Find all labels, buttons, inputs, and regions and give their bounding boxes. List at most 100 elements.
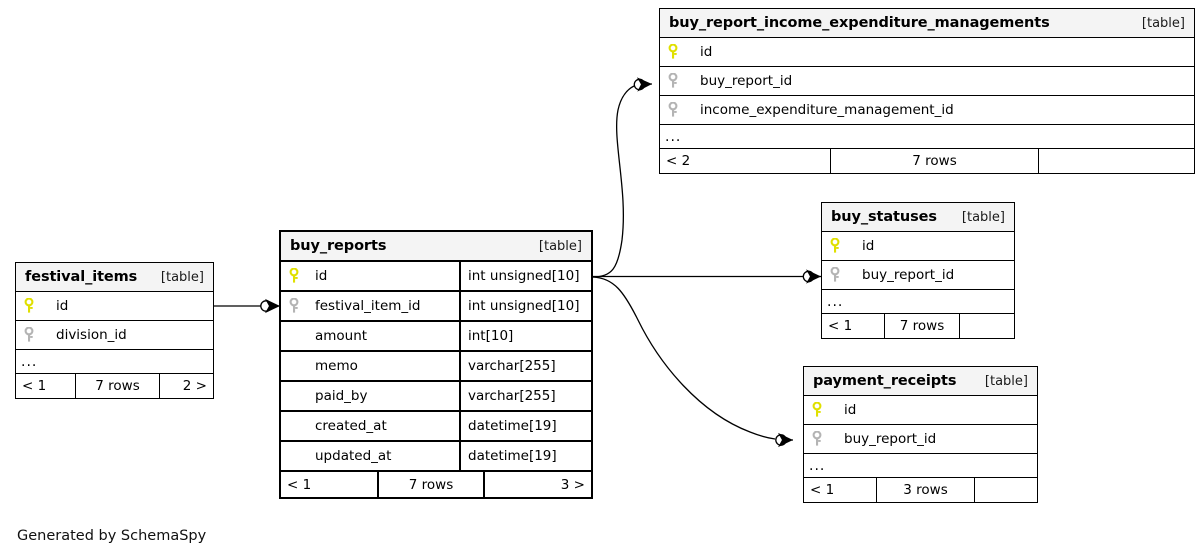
column-cell: amount: [281, 322, 461, 350]
more-columns-indicator: ...: [660, 125, 1194, 149]
table-row[interactable]: id int unsigned[10]: [281, 262, 591, 292]
column-name: id: [862, 238, 875, 254]
column-cell: income_expenditure_management_id: [660, 96, 954, 124]
table-row[interactable]: paid_by varchar[255]: [281, 382, 591, 412]
table-row[interactable]: id: [822, 232, 1014, 261]
table-type-tag: [table]: [538, 238, 582, 254]
table-buy-reports[interactable]: buy_reports [table] id int unsigned[10] …: [279, 230, 593, 499]
more-columns-indicator: ...: [804, 454, 1037, 478]
edge-festival-items-to-buy-reports: [214, 298, 280, 314]
table-row[interactable]: id: [16, 292, 213, 321]
table-header: payment_receipts [table]: [804, 367, 1037, 396]
table-row[interactable]: division_id: [16, 321, 213, 350]
row-count: 7 rows: [830, 149, 1039, 173]
column-cell: paid_by: [281, 382, 461, 410]
table-row[interactable]: id: [660, 38, 1194, 67]
table-row[interactable]: id: [804, 396, 1037, 425]
table-payment-receipts[interactable]: payment_receipts [table] id buy_report_i…: [803, 366, 1038, 503]
table-title: festival_items: [25, 269, 138, 285]
column-cell: memo: [281, 352, 461, 380]
column-cell: id: [822, 232, 874, 260]
column-cell: id: [281, 262, 461, 290]
table-type-tag: [table]: [1141, 15, 1185, 31]
column-name: amount: [315, 328, 368, 344]
foreign-key-icon: [23, 327, 45, 343]
column-name: buy_report_id: [700, 73, 793, 89]
edge-buy-reports-to-buy-statuses: [593, 269, 821, 284]
column-name: buy_report_id: [844, 431, 937, 447]
column-name: id: [844, 402, 857, 418]
table-buy-report-income-expenditure-managements[interactable]: buy_report_income_expenditure_management…: [659, 8, 1195, 174]
child-relations-count: 2 >: [182, 378, 207, 394]
table-buy-statuses[interactable]: buy_statuses [table] id buy_report_id ..…: [821, 202, 1015, 339]
child-relations-count: [960, 314, 1014, 338]
child-relations-count: [975, 478, 1037, 502]
table-festival-items[interactable]: festival_items [table] id division_id ..…: [15, 262, 214, 399]
foreign-key-icon: [667, 73, 689, 89]
table-row[interactable]: created_at datetime[19]: [281, 412, 591, 442]
table-type-tag: [table]: [160, 269, 204, 285]
table-row[interactable]: income_expenditure_management_id: [660, 96, 1194, 125]
column-name: id: [315, 268, 328, 284]
column-type: varchar[255]: [468, 388, 556, 404]
table-title: buy_report_income_expenditure_management…: [669, 15, 1050, 31]
primary-key-icon: [667, 44, 689, 60]
column-name: paid_by: [315, 388, 368, 404]
table-row[interactable]: buy_report_id: [660, 67, 1194, 96]
foreign-key-icon: [829, 267, 851, 283]
table-row[interactable]: amount int[10]: [281, 322, 591, 352]
foreign-key-icon: [811, 431, 833, 447]
ellipsis-label: ...: [665, 128, 682, 145]
table-row[interactable]: updated_at datetime[19]: [281, 442, 591, 472]
table-row[interactable]: buy_report_id: [822, 261, 1014, 290]
ellipsis-label: ...: [827, 293, 844, 310]
column-name: id: [700, 44, 713, 60]
more-columns-indicator: ...: [822, 290, 1014, 314]
table-row[interactable]: buy_report_id: [804, 425, 1037, 454]
child-relations-count: [1039, 149, 1194, 173]
primary-key-icon: [811, 402, 833, 418]
column-type: datetime[19]: [468, 418, 557, 434]
column-name: income_expenditure_management_id: [700, 102, 954, 118]
foreign-key-icon: [667, 102, 689, 118]
table-footer: < 1 3 rows: [804, 478, 1037, 502]
table-title: buy_statuses: [831, 209, 937, 225]
column-cell: buy_report_id: [660, 67, 792, 95]
column-cell: id: [804, 396, 856, 424]
table-footer: < 2 7 rows: [660, 149, 1194, 173]
parent-relations-count: < 1: [287, 476, 312, 493]
table-footer: < 1 7 rows: [822, 314, 1014, 338]
table-row[interactable]: festival_item_id int unsigned[10]: [281, 292, 591, 322]
ellipsis-label: ...: [21, 353, 38, 370]
row-count: 3 rows: [876, 478, 975, 502]
table-type-tag: [table]: [984, 373, 1028, 389]
column-cell: id: [16, 292, 68, 320]
table-header: buy_report_income_expenditure_management…: [660, 9, 1194, 38]
column-cell: buy_report_id: [822, 261, 954, 289]
parent-relations-count: < 1: [22, 378, 47, 394]
row-count: 7 rows: [884, 314, 960, 338]
edge-buy-reports-to-payment-receipts: [592, 276, 793, 448]
ellipsis-label: ...: [809, 457, 826, 474]
column-name: festival_item_id: [315, 298, 421, 314]
column-cell: updated_at: [281, 442, 461, 470]
generator-credit: Generated by SchemaSpy: [17, 528, 207, 544]
primary-key-icon: [23, 298, 45, 314]
table-title: buy_reports: [290, 238, 387, 254]
column-name: buy_report_id: [862, 267, 955, 283]
table-header: buy_statuses [table]: [822, 203, 1014, 232]
column-type: int unsigned[10]: [468, 298, 580, 314]
column-cell: buy_report_id: [804, 425, 936, 453]
column-name: division_id: [56, 327, 127, 343]
child-relations-count: 3 >: [560, 476, 585, 493]
table-footer: < 1 7 rows 3 >: [281, 472, 591, 497]
table-header: buy_reports [table]: [281, 232, 591, 262]
column-type: datetime[19]: [468, 448, 557, 464]
column-cell: id: [660, 38, 712, 66]
table-footer: < 1 7 rows 2 >: [16, 374, 213, 398]
column-name: created_at: [315, 418, 387, 434]
table-row[interactable]: memo varchar[255]: [281, 352, 591, 382]
column-name: updated_at: [315, 448, 392, 464]
row-count: 7 rows: [75, 374, 160, 398]
table-header: festival_items [table]: [16, 263, 213, 292]
